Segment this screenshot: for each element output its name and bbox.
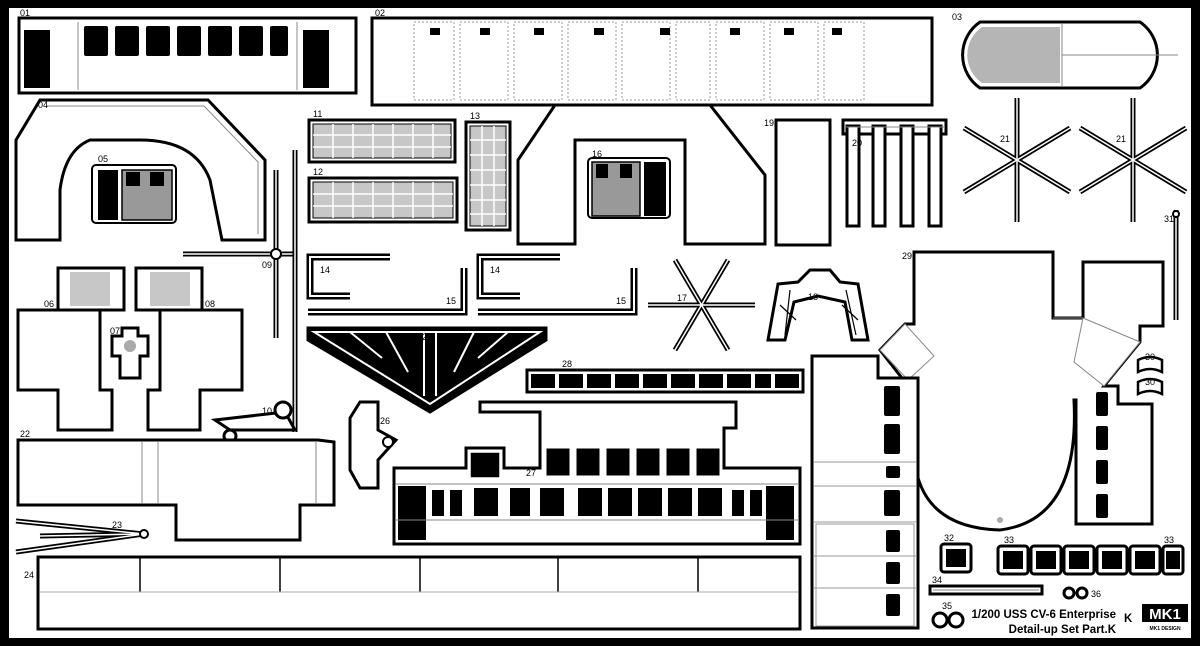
label-22: 22 xyxy=(20,429,30,439)
label-12: 12 xyxy=(313,167,323,177)
part-16 xyxy=(516,103,767,246)
part-34 xyxy=(928,584,1044,596)
label-10: 10 xyxy=(262,406,272,416)
label-24: 24 xyxy=(24,570,34,580)
part-04 xyxy=(14,98,267,242)
part-27 xyxy=(392,400,802,546)
label-20: 20 xyxy=(852,138,862,148)
label-21-a: 21 xyxy=(1000,134,1010,144)
part-18 xyxy=(766,268,870,342)
label-06: 06 xyxy=(44,299,54,309)
mk1-logo: MK1 MK1 DESIGN xyxy=(1142,604,1188,632)
label-28: 28 xyxy=(562,359,572,369)
part-01 xyxy=(17,16,358,95)
label-35: 35 xyxy=(942,601,952,611)
label-11: 11 xyxy=(313,109,322,119)
part-side-panel xyxy=(810,354,920,630)
label-09: 09 xyxy=(262,260,272,270)
logo-subtext: MK1 DESIGN xyxy=(1149,626,1181,632)
part-11 xyxy=(307,118,457,164)
label-23: 23 xyxy=(112,520,122,530)
label-08: 08 xyxy=(205,299,215,309)
label-15-a: 15 xyxy=(446,296,456,306)
label-33-a: 33 xyxy=(1004,535,1014,545)
label-25: 25 xyxy=(422,332,432,342)
part-17 xyxy=(648,258,755,352)
label-36: 36 xyxy=(1091,589,1101,599)
part-35 xyxy=(931,611,965,629)
label-17: 17 xyxy=(677,293,687,303)
sheet-title-line1: 1/200 USS CV-6 Enterprise xyxy=(972,609,1116,621)
part-21-a xyxy=(962,98,1072,222)
label-07: 07 xyxy=(110,326,120,336)
logo-text: MK1 xyxy=(1149,606,1181,623)
label-33-b: 33 xyxy=(1164,535,1174,545)
sheet-title-line2: Detail-up Set Part.K xyxy=(1009,624,1117,636)
label-02: 02 xyxy=(375,8,385,18)
part-32 xyxy=(939,542,973,574)
part-19 xyxy=(774,118,832,247)
label-16: 16 xyxy=(592,149,602,159)
label-01: 01 xyxy=(20,8,30,18)
label-34: 34 xyxy=(932,575,942,585)
label-26: 26 xyxy=(380,416,390,426)
label-13: 13 xyxy=(470,111,480,121)
part-36 xyxy=(1062,586,1089,600)
part-30-b xyxy=(1136,377,1164,397)
part-29 xyxy=(878,250,1165,532)
part-23 xyxy=(15,518,149,555)
label-05: 05 xyxy=(98,154,108,164)
part-33-row xyxy=(996,544,1185,576)
label-30-a: 30 xyxy=(1145,352,1155,362)
part-24 xyxy=(36,555,802,631)
part-26 xyxy=(348,400,399,490)
part-28 xyxy=(525,368,805,394)
part-25 xyxy=(306,326,548,414)
label-30-b: 30 xyxy=(1145,377,1155,387)
part-12 xyxy=(307,176,459,224)
label-04: 04 xyxy=(38,100,48,110)
label-27: 27 xyxy=(526,468,536,478)
part-07 xyxy=(110,326,150,380)
label-31: 31 xyxy=(1164,214,1174,224)
part-13 xyxy=(464,120,512,232)
label-18: 18 xyxy=(808,292,818,302)
part-09 xyxy=(183,170,293,338)
part-02 xyxy=(370,16,934,107)
part-03 xyxy=(961,20,1178,90)
label-03: 03 xyxy=(952,12,962,22)
part-06 xyxy=(16,266,126,432)
part-08 xyxy=(134,266,244,432)
label-32: 32 xyxy=(944,533,954,543)
label-21-b: 21 xyxy=(1116,134,1126,144)
label-29: 29 xyxy=(902,251,912,261)
label-14-b: 14 xyxy=(490,265,500,275)
set-letter: K xyxy=(1124,613,1133,625)
label-14-a: 14 xyxy=(320,265,330,275)
label-19: 19 xyxy=(764,118,774,128)
part-labels: 01 02 03 04 05 06 07 08 09 10 11 12 13 1… xyxy=(20,8,1174,611)
part-20 xyxy=(841,118,948,228)
label-15-b: 15 xyxy=(616,296,626,306)
part-14-15-b xyxy=(476,253,638,316)
part-30-a xyxy=(1136,355,1164,375)
part-22 xyxy=(16,438,336,542)
part-21-b xyxy=(1078,98,1188,222)
part-31 xyxy=(1172,210,1180,320)
part-14-15-a xyxy=(306,253,468,316)
